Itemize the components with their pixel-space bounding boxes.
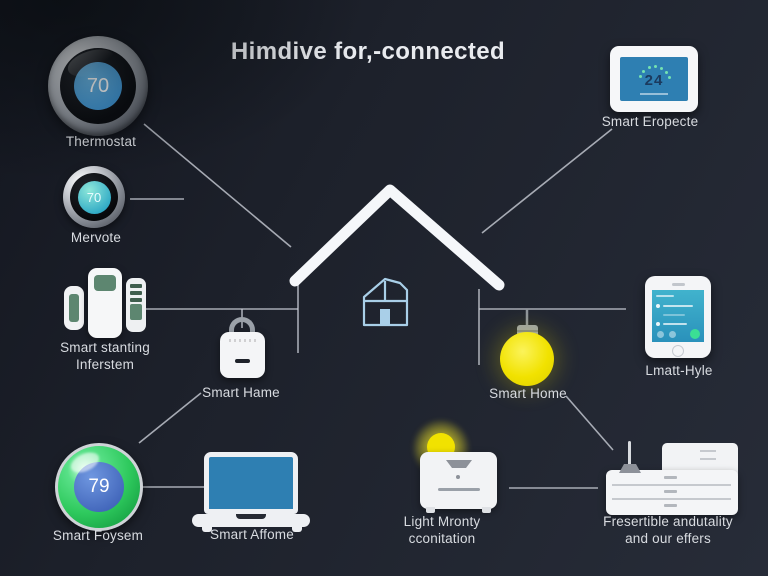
mervote-dial-icon: 70 <box>63 166 125 228</box>
gauge-dot <box>660 67 663 70</box>
device-foot <box>426 507 435 513</box>
drawer-handle <box>664 490 677 493</box>
thermostat-display: 70 <box>74 62 122 110</box>
foysem-temp-value: 79 <box>88 476 110 497</box>
remote-button <box>130 284 142 288</box>
gauge-dot <box>668 76 671 79</box>
sensor-right-icon <box>126 278 146 332</box>
panel-label: Smart Eropecte <box>601 114 699 129</box>
smartphone-icon <box>645 276 711 358</box>
phone-home-button <box>672 345 684 357</box>
panel-subtext-bar <box>640 93 668 95</box>
device-foot <box>482 507 491 513</box>
sensors-label-line2: Inferstem <box>75 356 135 372</box>
light-monitor-label: Light Mronty cconitation <box>404 514 481 547</box>
phone-label: Lmatt-Hyle <box>645 363 713 378</box>
thermostat-label: Thermostat <box>65 134 137 149</box>
light-label-line1: Light Mronty <box>403 514 481 529</box>
foysem-display: 79 <box>74 462 124 512</box>
phone-speaker <box>672 283 685 286</box>
lightbulb-icon <box>500 332 554 386</box>
wall-panel-icon: 24 <box>610 46 698 112</box>
remote-button <box>130 298 142 302</box>
gauge-dot <box>654 65 657 68</box>
thermostat-temp-value: 70 <box>86 74 110 97</box>
thermostat-face: 70 <box>60 48 136 124</box>
laptop-screen-icon <box>204 452 298 514</box>
mervote-label: Mervote <box>70 230 122 245</box>
diagram-title: Himdive for,-connected <box>230 38 506 65</box>
cabinet-detail-line <box>700 458 716 460</box>
light-label-line2: cconitation <box>408 530 476 546</box>
bulb-label: Smart Home <box>489 386 567 401</box>
sensors-label: Smart stanting Inferstem <box>60 340 150 373</box>
remote-control-icon <box>88 268 122 338</box>
mervote-face: 70 <box>70 173 118 221</box>
dresser-label: Fresertible andutality and our effers <box>603 514 733 547</box>
drawer-line <box>612 498 731 500</box>
padlock-shackle <box>229 317 255 339</box>
drawer-handle <box>664 504 677 507</box>
phone-screen <box>652 290 704 342</box>
laptop-foot <box>202 526 212 532</box>
laptop-foot <box>292 526 302 532</box>
sensor-left-icon <box>64 286 84 330</box>
house-outline-icon <box>362 277 409 327</box>
gauge-dot <box>665 71 668 74</box>
foysem-label: Smart Foysem <box>52 528 144 543</box>
device-indicator-dot <box>456 475 460 479</box>
gauge-dot <box>642 70 645 73</box>
remote-button <box>130 291 142 295</box>
dresser-label-line2: and our effers <box>625 530 711 546</box>
panel-screen: 24 <box>620 57 688 101</box>
device-vent <box>446 460 472 468</box>
device-slot <box>438 488 480 491</box>
cabinet-detail-line <box>700 450 716 452</box>
sensors-label-line1: Smart stanting <box>60 340 150 355</box>
phone-green-button <box>690 329 700 339</box>
laptop-base-icon <box>192 514 310 527</box>
remote-screen <box>130 304 142 320</box>
mervote-display: 70 <box>77 180 111 214</box>
light-monitor-device-icon <box>420 452 497 513</box>
mervote-temp-value: 70 <box>86 189 102 205</box>
padlock-icon <box>220 332 265 378</box>
laptop-label: Smart Affome <box>210 527 294 542</box>
phone-app-dot <box>669 331 676 338</box>
phone-app-dot <box>657 331 664 338</box>
panel-temp-value: 24 <box>644 72 664 89</box>
cabinet-upper-icon <box>662 443 738 475</box>
antenna-icon <box>628 441 631 471</box>
gauge-dot <box>639 75 642 78</box>
foysem-dial-icon: 79 <box>55 443 143 531</box>
dresser-icon <box>606 470 738 515</box>
thermostat-dial-icon: 70 <box>48 36 148 136</box>
lock-label: Smart Hame <box>202 385 280 400</box>
gauge-dot <box>648 66 651 69</box>
antenna-base <box>619 464 641 473</box>
drawer-line <box>612 484 731 486</box>
drawer-handle <box>664 476 677 479</box>
house-roof-icon <box>289 184 505 291</box>
dresser-label-line1: Fresertible andutality <box>603 514 733 529</box>
